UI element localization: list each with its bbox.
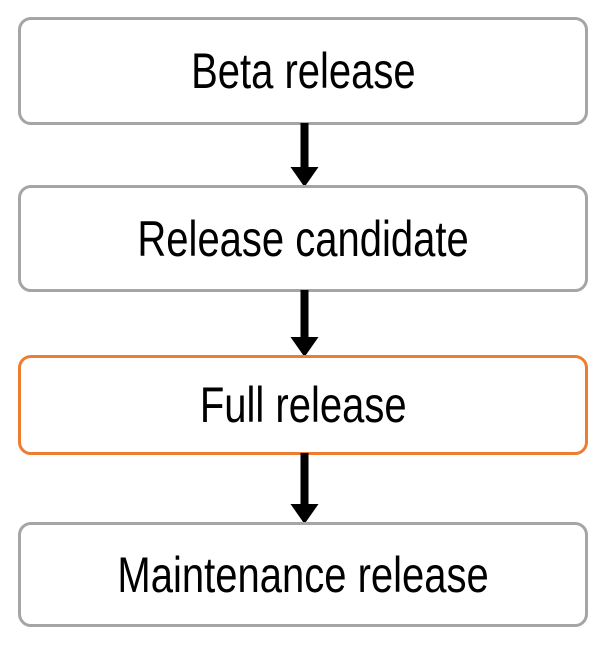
flow-node-label: Beta release bbox=[190, 43, 416, 99]
connector-arrow-release-candidate-to-full-release bbox=[0, 290, 607, 357]
flow-node-label: Maintenance release bbox=[117, 546, 489, 603]
connector-arrow-beta-to-release-candidate bbox=[0, 123, 607, 187]
arrow-down-icon bbox=[290, 290, 319, 357]
flow-node-maintenance-release[interactable]: Maintenance release bbox=[18, 522, 588, 627]
arrow-down-icon bbox=[290, 123, 319, 187]
flow-node-beta-release[interactable]: Beta release bbox=[18, 17, 588, 125]
connector-arrow-full-release-to-maintenance-release bbox=[0, 453, 607, 524]
arrow-down-icon bbox=[290, 453, 319, 524]
flow-node-full-release[interactable]: Full release bbox=[18, 355, 588, 455]
flow-node-label: Full release bbox=[199, 377, 407, 433]
flow-node-label: Release candidate bbox=[137, 210, 469, 267]
flow-node-release-candidate[interactable]: Release candidate bbox=[18, 185, 588, 292]
